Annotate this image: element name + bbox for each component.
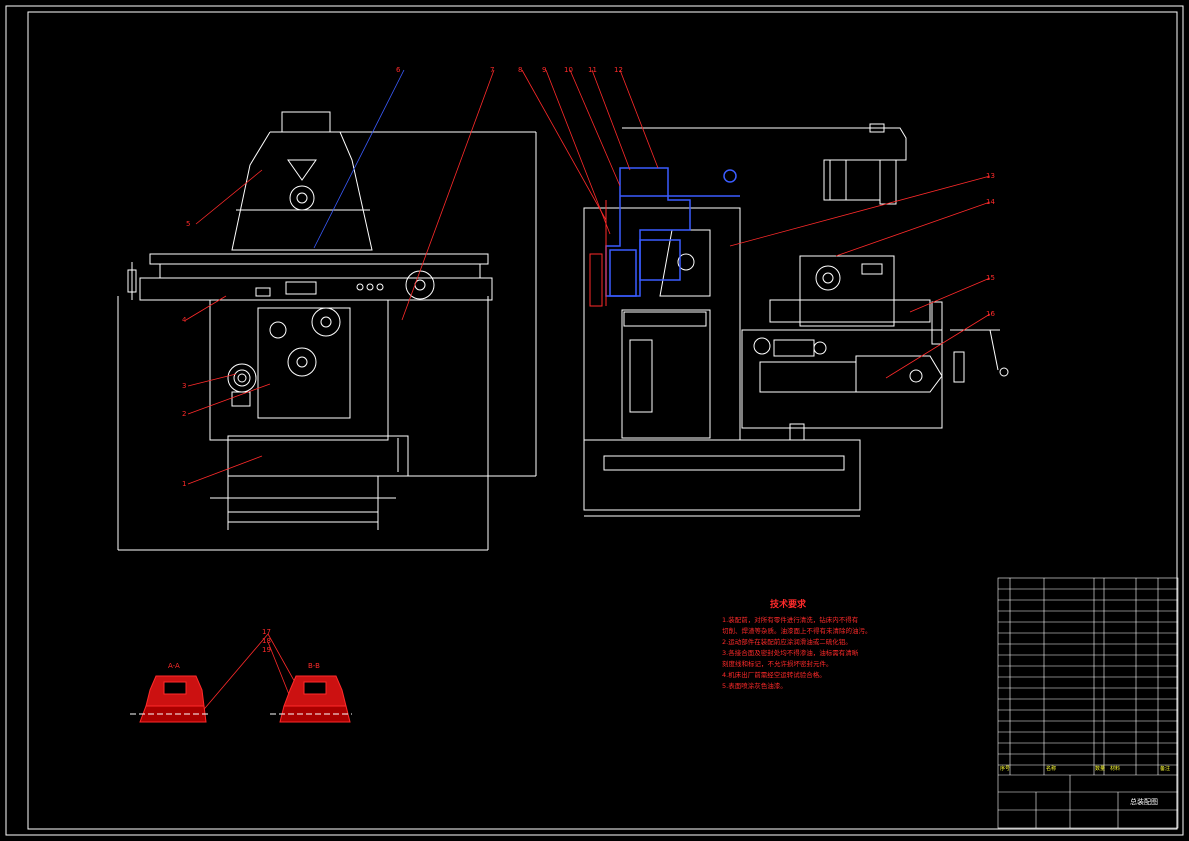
leader-6: 6: [396, 66, 401, 74]
parts-list: [997, 577, 1179, 829]
leader-4: 4: [182, 316, 187, 324]
leader-3: 3: [182, 382, 186, 390]
leader-10: 10: [564, 66, 573, 74]
parts-header-remark: 备注: [1160, 765, 1170, 772]
leader-line-blue: [313, 69, 405, 249]
parts-header-no: 序号: [1000, 765, 1010, 772]
front-view: [117, 111, 537, 551]
section-b-label: B-B: [308, 662, 320, 670]
notes-line-3: 2.运动部件在装配前应涂润滑油或二硫化钼。: [722, 637, 852, 646]
leader-13: 13: [986, 172, 995, 180]
notes-line-5: 刻度线和标记，不允许损坏密封元件。: [722, 659, 833, 668]
leader-9: 9: [542, 66, 546, 74]
side-view: [583, 123, 1009, 517]
leader-11: 11: [588, 66, 597, 74]
technical-notes: 技术要求 1.装配前，对所有零件进行清洗，钻床内不得有 切削、焊渣等杂质。油漆面…: [722, 598, 872, 690]
leader-18: 18: [262, 637, 271, 645]
leader-12: 12: [614, 66, 623, 74]
leader-7: 7: [490, 66, 494, 74]
leader-14: 14: [986, 198, 995, 206]
notes-line-4: 3.各接合面及密封处均不得渗油，油标需有清晰: [722, 648, 859, 657]
parts-header: 序号 名称 数量 材料 备注: [1000, 765, 1170, 772]
outer-border: [5, 5, 1184, 836]
parts-header-name: 名称: [1046, 765, 1056, 772]
leader-1: 1: [182, 480, 186, 488]
notes-line-1: 1.装配前，对所有零件进行清洗，钻床内不得有: [722, 615, 859, 624]
leader-labels: 6 5 4 3 2 1 7 8 9 10 11 12 13 14 15 16: [182, 66, 995, 488]
side-view-shaft-red: [589, 200, 607, 307]
title-block-name: 总装配图: [1130, 797, 1158, 806]
leader-17: 17: [262, 628, 271, 636]
section-b-b: B-B 17 18 19: [262, 628, 352, 723]
section-a-label: A-A: [168, 662, 180, 670]
section-a-a: A-A: [130, 662, 210, 723]
notes-line-6: 4.机床出厂前需经空运转试验合格。: [722, 670, 826, 679]
parts-header-qty: 数量: [1095, 765, 1105, 772]
notes-title: 技术要求: [770, 598, 807, 610]
leader-19: 19: [262, 646, 271, 654]
inner-border: [27, 11, 1178, 830]
leader-8: 8: [518, 66, 522, 74]
side-view-gearbox: [605, 167, 740, 297]
leader-15: 15: [986, 274, 995, 282]
parts-header-material: 材料: [1110, 765, 1120, 772]
leader-16: 16: [986, 310, 995, 318]
notes-line-7: 5.表面喷涂灰色油漆。: [722, 681, 787, 690]
leader-2: 2: [182, 410, 186, 418]
leader-5: 5: [186, 220, 190, 228]
notes-line-2: 切削、焊渣等杂质。油漆面上不得有未清除的油污。: [722, 626, 872, 635]
